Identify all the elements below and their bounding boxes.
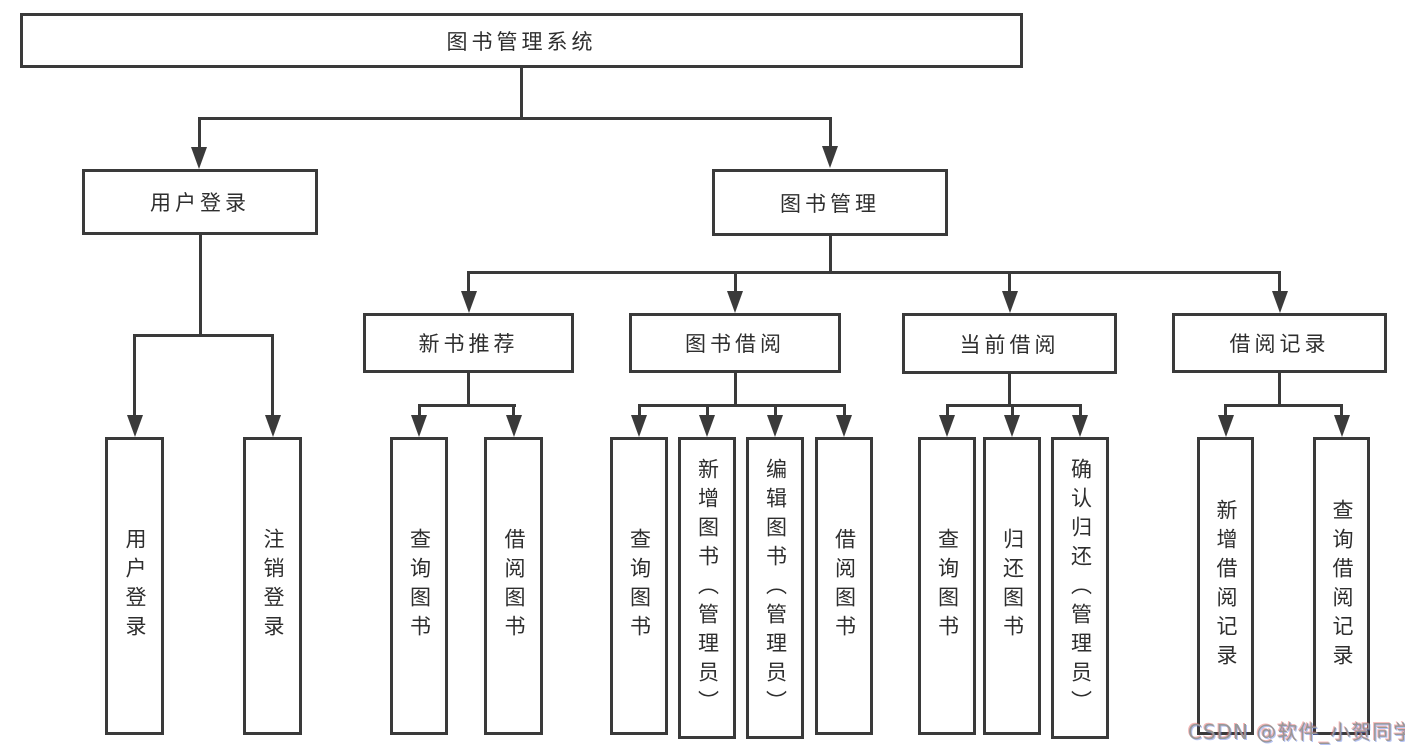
arrowhead-nb-borrow xyxy=(506,415,522,437)
arrowhead-current-borrow xyxy=(1002,291,1018,313)
node-borrow-records: 借阅记录 xyxy=(1172,313,1387,373)
leaf-bookborrow-add-admin: 新增图书（管理员） xyxy=(678,437,736,739)
connector-to-bb-query xyxy=(638,404,641,422)
connector-current-borrow-stem xyxy=(1008,373,1011,406)
connector-current-borrow-bar xyxy=(946,404,1082,407)
connector-to-bb-edit xyxy=(774,404,777,422)
node-book-management: 图书管理 xyxy=(712,169,948,236)
leaf-record-add: 新增借阅记录 xyxy=(1197,437,1254,735)
connector-new-book-stem xyxy=(467,373,470,406)
connector-root-bar xyxy=(198,117,831,120)
leaf-bookborrow-borrow: 借阅图书 xyxy=(815,437,873,735)
node-borrow-records-label: 借阅记录 xyxy=(1229,332,1330,356)
connector-book-borrow-bar xyxy=(638,404,846,407)
leaf-bookborrow-borrow-label: 借阅图书 xyxy=(832,528,857,644)
connector-to-new-book xyxy=(467,271,470,298)
arrowhead-rc-query xyxy=(1334,415,1350,437)
connector-to-leaf-logout xyxy=(271,334,274,420)
connector-to-borrow-record xyxy=(1278,271,1281,298)
leaf-newbook-query-label: 查询图书 xyxy=(407,528,432,644)
arrowhead-bb-edit xyxy=(767,415,783,437)
node-book-management-label: 图书管理 xyxy=(780,191,880,216)
leaf-current-return-label: 归还图书 xyxy=(1000,528,1025,644)
leaf-user-login: 用户登录 xyxy=(105,437,164,735)
leaf-newbook-query: 查询图书 xyxy=(390,437,448,735)
connector-to-rc-add xyxy=(1224,404,1227,422)
leaf-bookborrow-query: 查询图书 xyxy=(610,437,668,735)
leaf-current-query-label: 查询图书 xyxy=(935,528,960,644)
connector-to-nb-borrow xyxy=(512,404,515,422)
leaf-record-query: 查询借阅记录 xyxy=(1313,437,1370,735)
node-root: 图书管理系统 xyxy=(20,13,1023,68)
leaf-current-return: 归还图书 xyxy=(983,437,1041,735)
leaf-current-query: 查询图书 xyxy=(918,437,976,735)
leaf-current-confirm-admin-label: 确认归还（管理员） xyxy=(1068,457,1093,719)
node-new-book-recommend-label: 新书推荐 xyxy=(418,332,519,356)
connector-to-leaf-login xyxy=(133,334,136,420)
connector-root-stem xyxy=(520,68,523,117)
node-book-borrow-label: 图书借阅 xyxy=(685,332,785,356)
arrowhead-bb-query xyxy=(631,415,647,437)
connector-borrow-record-stem xyxy=(1278,373,1281,406)
arrowhead-cb-return xyxy=(1004,415,1020,437)
arrowhead-cb-query xyxy=(939,415,955,437)
connector-to-book-management xyxy=(829,117,832,153)
connector-new-book-bar xyxy=(418,404,516,407)
node-book-borrow: 图书借阅 xyxy=(629,313,841,373)
watermark-text: CSDN @软件_小贺同学 xyxy=(1188,720,1405,744)
arrowhead-rc-add xyxy=(1218,415,1234,437)
arrowhead-book-borrow xyxy=(727,291,743,313)
connector-to-current-borrow xyxy=(1008,271,1011,298)
connector-to-bb-add xyxy=(706,404,709,422)
leaf-logout-label: 注销登录 xyxy=(261,528,285,644)
connector-to-nb-query xyxy=(418,404,421,422)
connector-to-rc-query xyxy=(1340,404,1343,422)
connector-user-login-bar xyxy=(133,334,274,337)
connector-to-bb-borrow xyxy=(843,404,846,422)
connector-borrow-record-bar xyxy=(1224,404,1342,407)
arrowhead-book-management xyxy=(822,146,838,168)
connector-to-user-login xyxy=(198,117,201,154)
arrowhead-bb-add xyxy=(699,415,715,437)
connector-to-cb-return xyxy=(1011,404,1014,422)
arrowhead-bb-borrow xyxy=(836,415,852,437)
arrowhead-leaf-logout xyxy=(265,415,281,437)
node-user-login-label: 用户登录 xyxy=(150,191,250,215)
connector-user-login-stem xyxy=(199,235,202,335)
leaf-bookborrow-add-admin-label: 新增图书（管理员） xyxy=(695,457,720,719)
arrowhead-new-book xyxy=(461,291,477,313)
arrowhead-cb-confirm xyxy=(1072,415,1088,437)
connector-book-management-stem xyxy=(829,236,832,272)
leaf-bookborrow-query-label: 查询图书 xyxy=(627,528,652,644)
arrowhead-borrow-record xyxy=(1272,291,1288,313)
leaf-logout: 注销登录 xyxy=(243,437,302,735)
connector-book-management-bar xyxy=(467,271,1281,274)
node-new-book-recommend: 新书推荐 xyxy=(363,313,574,373)
leaf-user-login-label: 用户登录 xyxy=(123,528,147,644)
node-user-login: 用户登录 xyxy=(82,169,318,235)
arrowhead-user-login xyxy=(191,147,207,169)
leaf-bookborrow-edit-admin: 编辑图书（管理员） xyxy=(746,437,804,739)
node-current-borrow: 当前借阅 xyxy=(902,313,1117,374)
leaf-record-query-label: 查询借阅记录 xyxy=(1330,499,1354,673)
connector-book-borrow-stem xyxy=(734,373,737,406)
connector-to-cb-query xyxy=(946,404,949,422)
leaf-current-confirm-admin: 确认归还（管理员） xyxy=(1051,437,1109,739)
leaf-newbook-borrow-label: 借阅图书 xyxy=(502,528,526,644)
connector-to-cb-confirm xyxy=(1079,404,1082,422)
leaf-newbook-borrow: 借阅图书 xyxy=(484,437,543,735)
leaf-bookborrow-edit-admin-label: 编辑图书（管理员） xyxy=(763,457,788,719)
arrowhead-leaf-login xyxy=(127,415,143,437)
arrowhead-nb-query xyxy=(411,415,427,437)
node-root-label: 图书管理系统 xyxy=(446,29,597,54)
connector-to-book-borrow xyxy=(734,271,737,298)
leaf-record-add-label: 新增借阅记录 xyxy=(1214,499,1238,673)
node-current-borrow-label: 当前借阅 xyxy=(959,332,1060,357)
